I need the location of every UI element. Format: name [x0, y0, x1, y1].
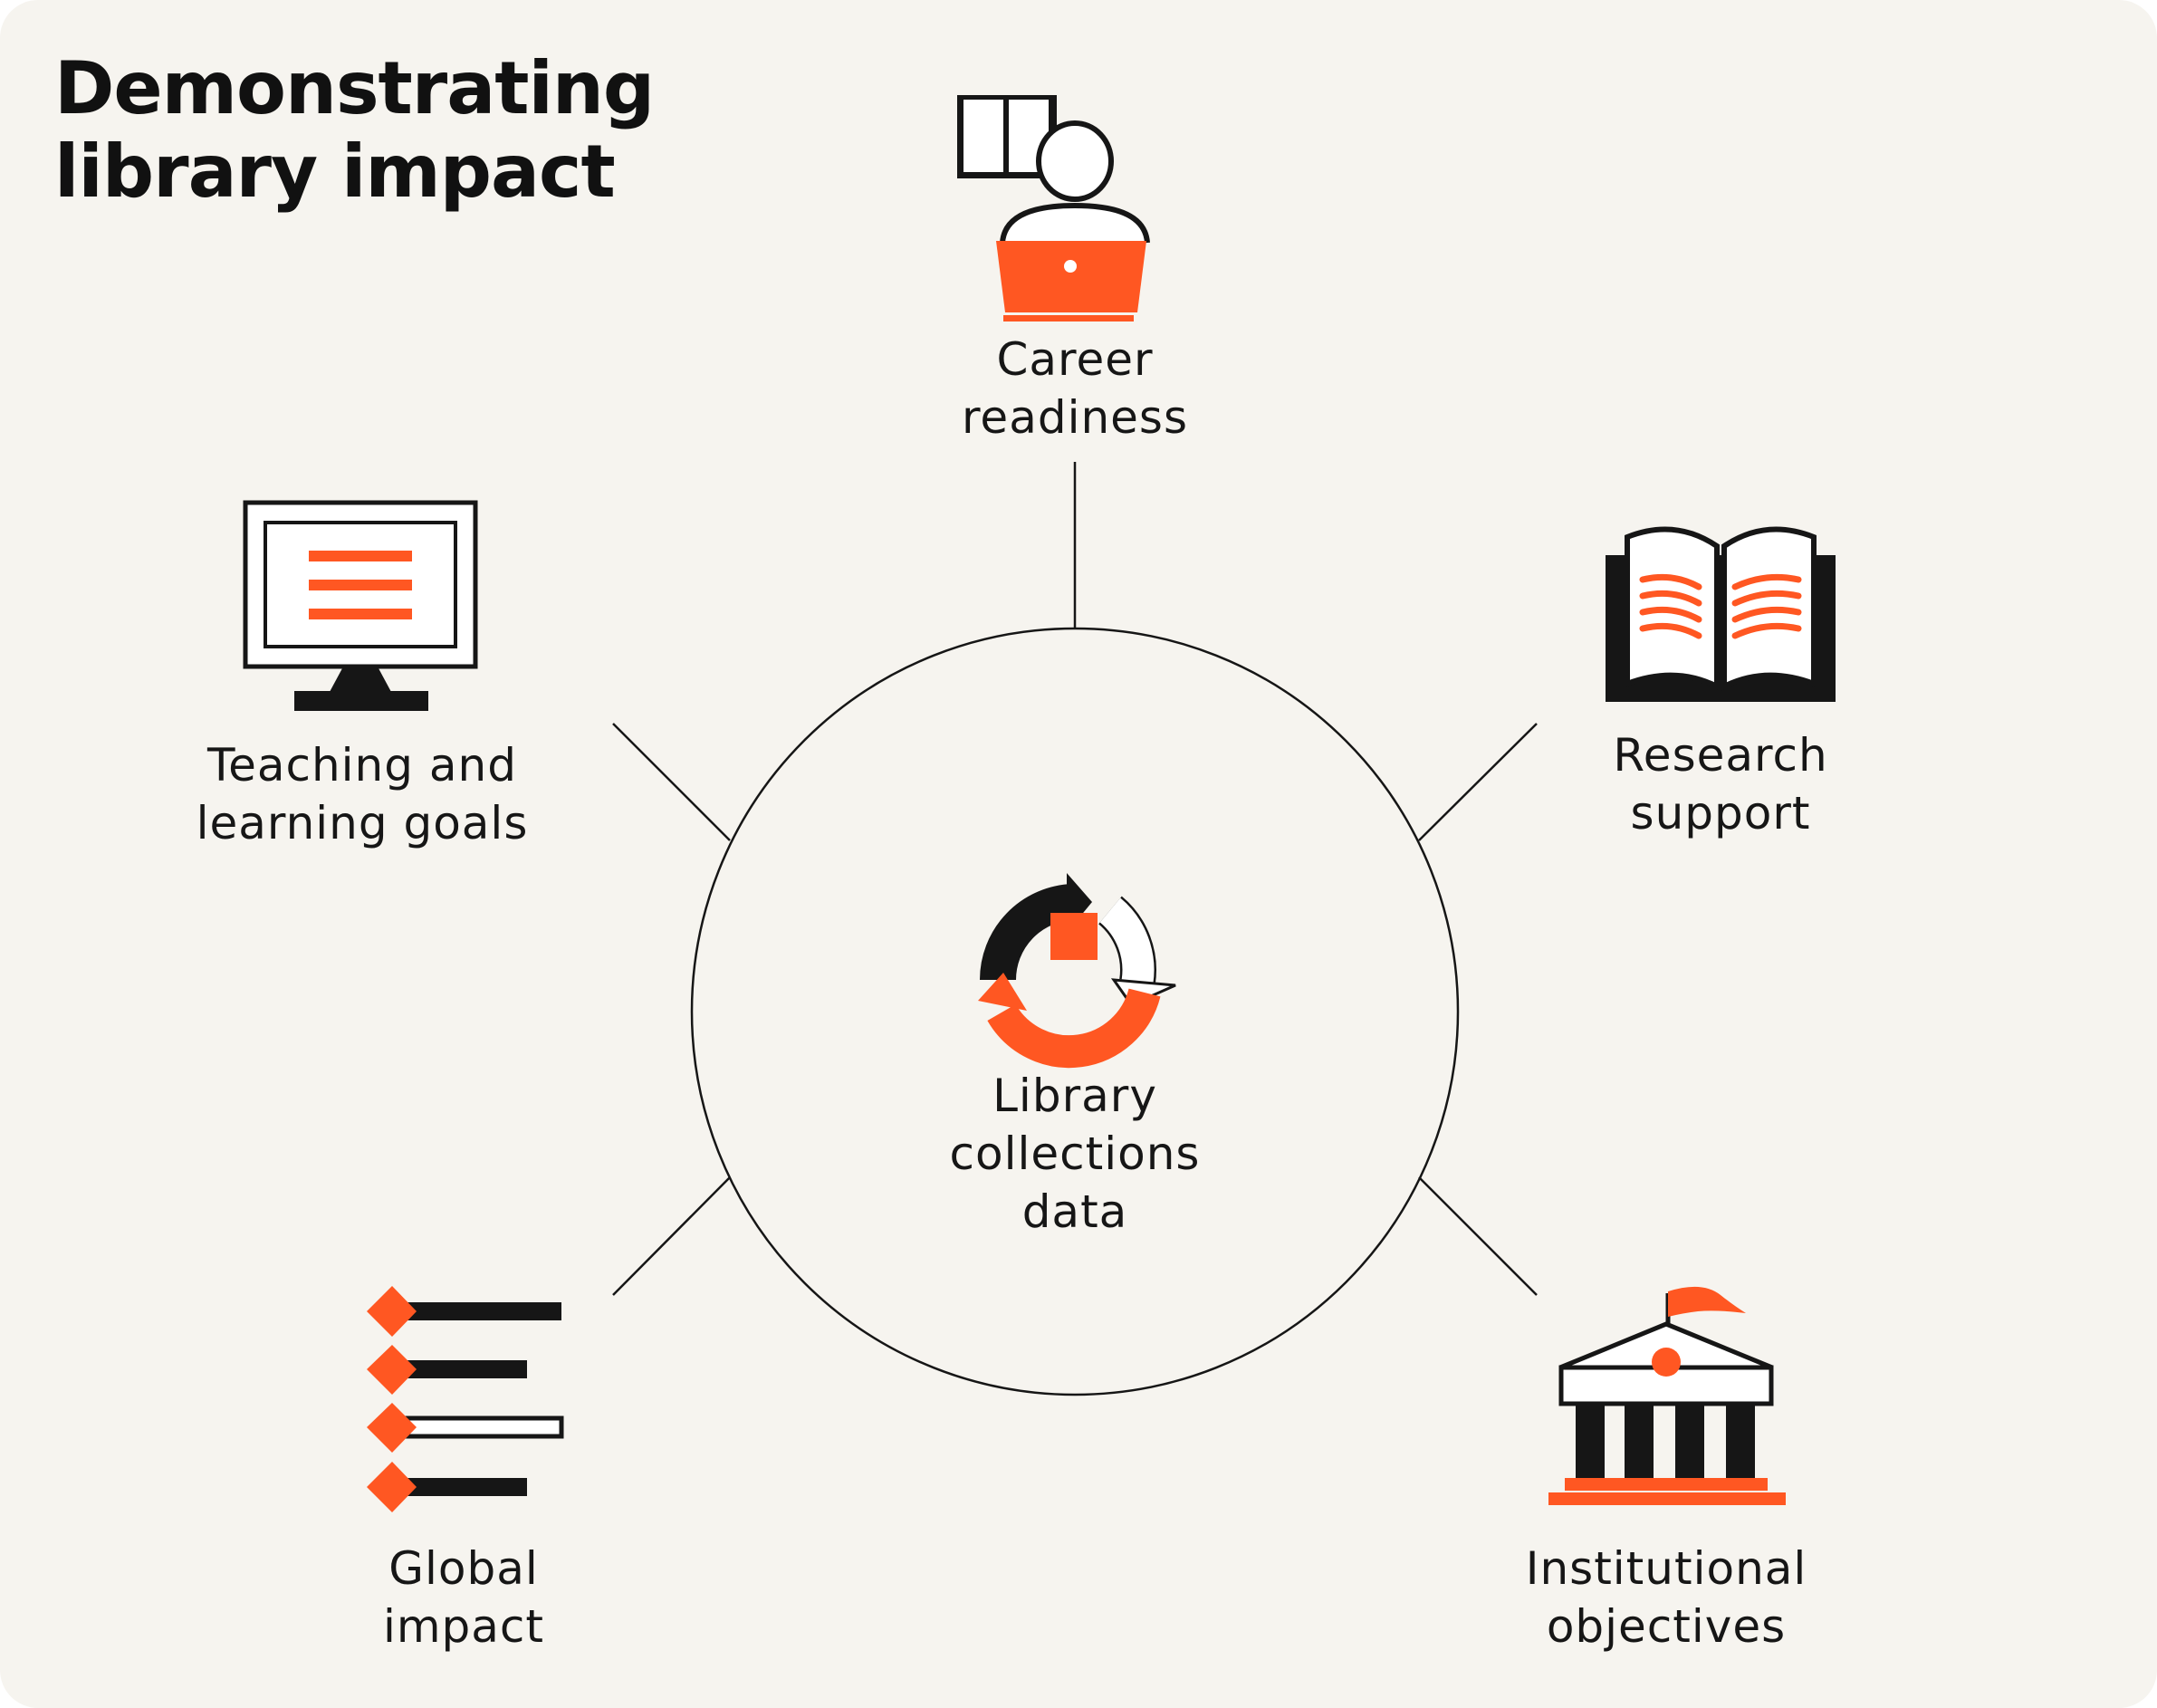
- page-title-line-2: library impact: [54, 130, 616, 214]
- research-label-line-1: Research: [1613, 729, 1828, 782]
- teaching-label-line-1: Teaching and: [207, 739, 517, 792]
- checklist-icon: [367, 1286, 564, 1512]
- open-book-icon: [1606, 526, 1836, 702]
- connector-research: [1418, 723, 1538, 841]
- global-label-line-1: Global: [388, 1542, 539, 1595]
- career-label-line-1: Career: [996, 333, 1154, 386]
- institutional-label: Institutional objectives: [1485, 1540, 1847, 1655]
- career-label: Career readiness: [894, 331, 1256, 446]
- page-title-line-1: Demonstrating: [54, 46, 655, 130]
- career-icon: [957, 95, 1150, 321]
- global-label: Global impact: [283, 1540, 645, 1655]
- research-label-line-2: support: [1630, 787, 1811, 840]
- research-label: Research support: [1539, 726, 1902, 842]
- center-circle: [690, 627, 1460, 1396]
- center-label-line-3: data: [1021, 1185, 1128, 1238]
- institutional-label-line-2: objectives: [1546, 1600, 1787, 1653]
- center-label-line-2: collections: [949, 1127, 1201, 1180]
- monitor-icon: [243, 500, 478, 711]
- connector-teaching: [612, 723, 731, 841]
- teaching-label: Teaching and learning goals: [154, 736, 570, 852]
- page-title: Demonstrating library impact: [54, 46, 655, 214]
- center-label: Library collections data: [894, 1067, 1256, 1241]
- connector-institutional: [1418, 1176, 1538, 1296]
- cycle-icon: [978, 873, 1176, 1069]
- institutional-label-line-1: Institutional: [1525, 1542, 1807, 1595]
- building-icon: [1548, 1286, 1786, 1505]
- center-label-line-1: Library: [992, 1070, 1157, 1122]
- global-label-line-2: impact: [382, 1600, 545, 1653]
- connector-global: [612, 1176, 731, 1296]
- teaching-label-line-2: learning goals: [196, 797, 529, 849]
- career-label-line-2: readiness: [961, 391, 1189, 444]
